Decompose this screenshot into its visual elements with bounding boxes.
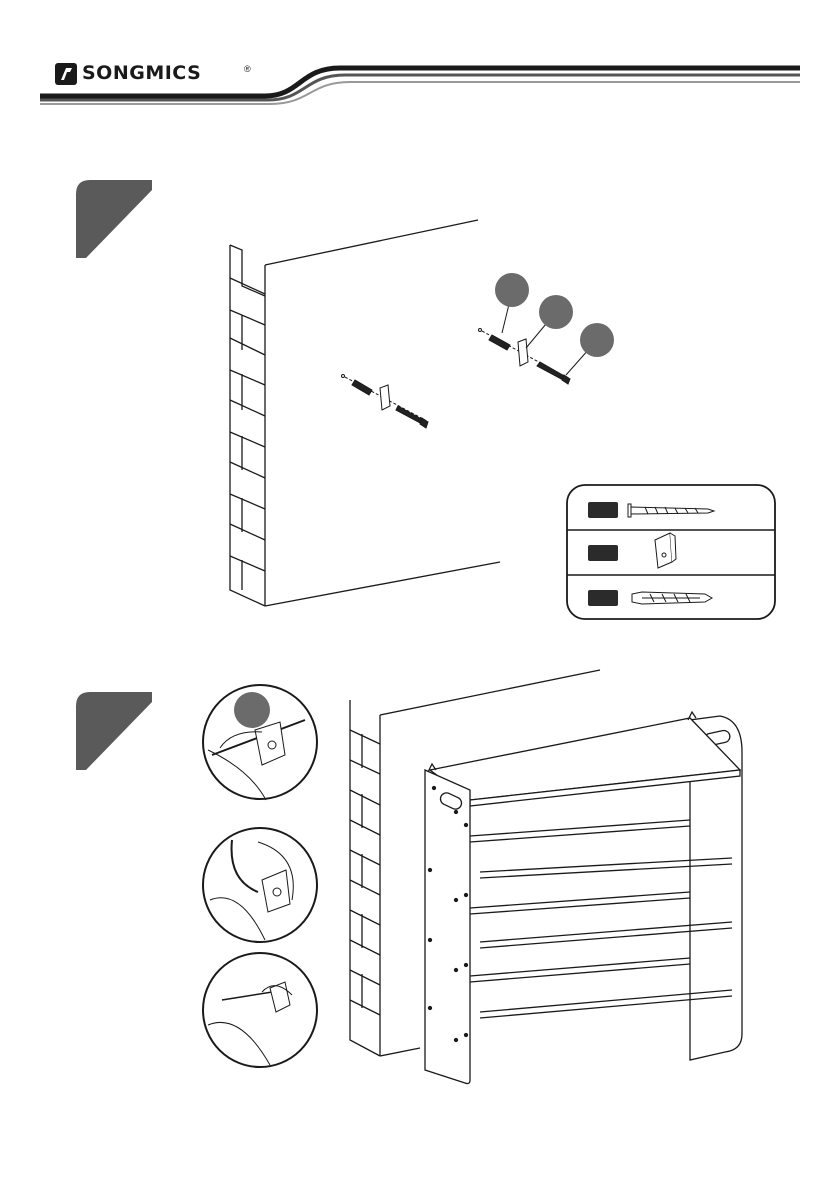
- hardware-assembly-1: [342, 375, 429, 429]
- step-2-illustration: [0, 660, 840, 1130]
- detail-view-3: [203, 953, 317, 1067]
- legend-label-2: [588, 545, 618, 561]
- callout-circle-a: [495, 273, 529, 307]
- header-banner: [0, 0, 840, 110]
- callout-circle-b: [539, 295, 573, 329]
- legend-label-3: [588, 590, 618, 606]
- brand-name: SONGMICS: [82, 62, 201, 84]
- callout-circle-c: [580, 323, 614, 357]
- step-2-badge: [76, 692, 152, 770]
- wall-drawing-2: [350, 670, 600, 1056]
- shoe-rack-drawing: [425, 712, 742, 1084]
- hardware-assembly-2: [479, 329, 571, 385]
- step-1-badge: [76, 180, 152, 258]
- callout-markers: [495, 273, 614, 375]
- registered-mark: ®: [244, 64, 251, 74]
- step-1-illustration: [0, 170, 840, 640]
- legend-label-1: [588, 502, 618, 518]
- callout-circle-d: [234, 692, 270, 728]
- detail-view-2: [203, 828, 317, 942]
- detail-view-1: [203, 685, 317, 800]
- parts-legend: [567, 485, 775, 619]
- songmics-logo-icon: [55, 63, 77, 85]
- wall-anchor-icon: [632, 592, 712, 604]
- wall-drawing: [230, 220, 500, 606]
